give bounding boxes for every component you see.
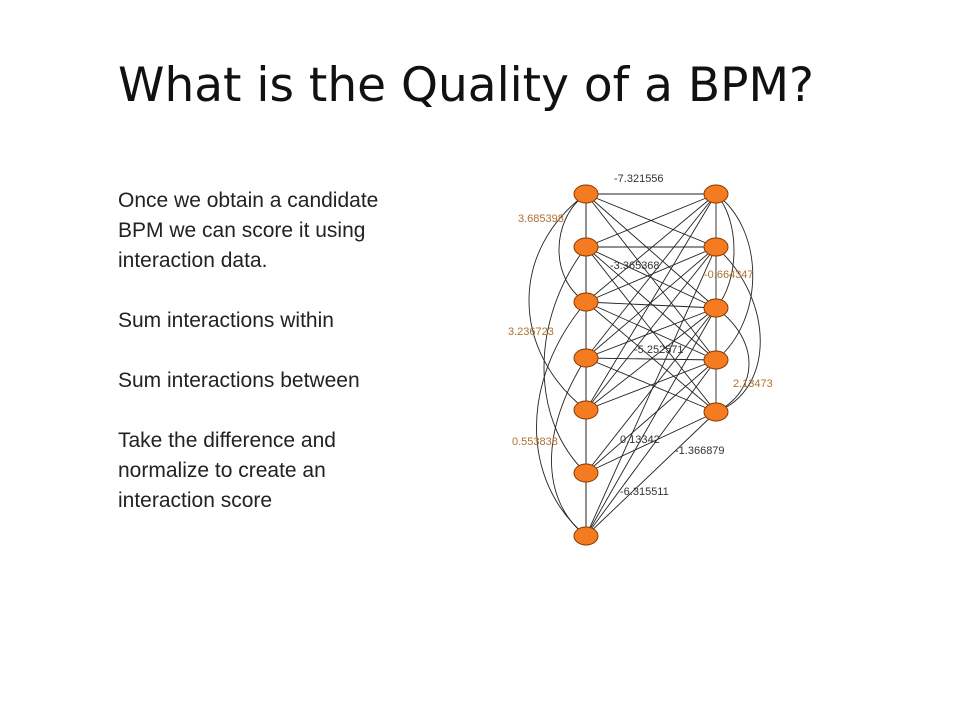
network-edge [536, 301, 587, 537]
network-edge [585, 193, 717, 248]
network-edges [528, 193, 761, 537]
edge-weight-label: 0.553838 [512, 436, 558, 448]
network-edge [585, 301, 717, 361]
paragraph-difference: Take the difference and normalize to cre… [118, 426, 458, 516]
network-edge [585, 359, 717, 411]
network-edge [715, 246, 761, 413]
edge-weight-label: 3.685398 [518, 213, 564, 225]
text-line: BPM we can score it using [118, 219, 366, 242]
network-node [573, 463, 599, 483]
network-edge [528, 193, 587, 411]
paragraph-candidate: Once we obtain a candidate BPM we can sc… [118, 186, 458, 276]
network-node [703, 184, 729, 204]
edge-weight-label: -3.365368 [610, 260, 660, 272]
network-nodes [573, 184, 729, 546]
network-edge [585, 193, 717, 359]
network-edge [585, 307, 717, 359]
text-line: Take the difference and [118, 429, 336, 452]
text-line: Sum interactions between [118, 369, 360, 392]
network-node [573, 400, 599, 420]
network-node [573, 292, 599, 312]
network-edge [585, 411, 717, 537]
network-node [703, 350, 729, 370]
text-line: Once we obtain a candidate [118, 189, 379, 212]
bpm-network-diagram: -7.321556 3.685398 -3.365368 -0.664347 3.236… [508, 173, 773, 546]
network-edge [585, 193, 717, 411]
network-node [703, 237, 729, 257]
network-node [573, 348, 599, 368]
text-line: normalize to create an [118, 459, 326, 482]
network-node [573, 526, 599, 546]
network-edge [585, 246, 717, 411]
slide-title: What is the Quality of a BPM? [118, 58, 814, 113]
edge-weight-label: 0.13342 [620, 434, 660, 446]
network-edge [558, 193, 587, 303]
network-edge [585, 411, 717, 474]
network-node [573, 237, 599, 257]
paragraph-within: Sum interactions within [118, 306, 458, 336]
network-edge [585, 246, 717, 537]
edge-weight-label: -7.321556 [614, 173, 664, 185]
edge-weight-label: -6.315511 [620, 486, 669, 498]
text-line: interaction data. [118, 249, 268, 272]
text-line: Sum interactions within [118, 309, 334, 332]
network-edge [585, 359, 717, 537]
slide-body: Once we obtain a candidate BPM we can sc… [118, 186, 458, 516]
network-edge [585, 301, 717, 413]
network-edge [585, 307, 717, 537]
network-edge [551, 357, 587, 537]
network-edge [585, 301, 717, 309]
edge-weight-label: -0.664347 [704, 269, 754, 281]
network-edge [585, 246, 717, 303]
network-edge [715, 193, 735, 309]
network-edge [585, 193, 717, 309]
network-edge [585, 307, 717, 411]
network-edge [715, 307, 750, 413]
network-edge [585, 193, 717, 361]
network-edge [585, 246, 717, 309]
edge-weight-label: 3.236723 [508, 326, 554, 338]
network-node [703, 402, 729, 422]
network-node [703, 298, 729, 318]
network-edge [585, 246, 717, 361]
network-edge [585, 359, 717, 474]
text-line: interaction score [118, 489, 273, 512]
network-node [573, 184, 599, 204]
network-edge [543, 246, 587, 474]
weight-labels: -7.321556 3.685398 -3.365368 -0.664347 3.236… [508, 173, 773, 498]
edge-weight-label: -5.252571 [634, 344, 684, 356]
edge-weight-label: 2.13473 [733, 378, 773, 390]
paragraph-between: Sum interactions between [118, 366, 458, 396]
edge-weight-label: -1.366879 [675, 445, 725, 457]
network-edge [585, 246, 717, 413]
network-edge [715, 193, 754, 361]
network-edge [585, 193, 717, 303]
